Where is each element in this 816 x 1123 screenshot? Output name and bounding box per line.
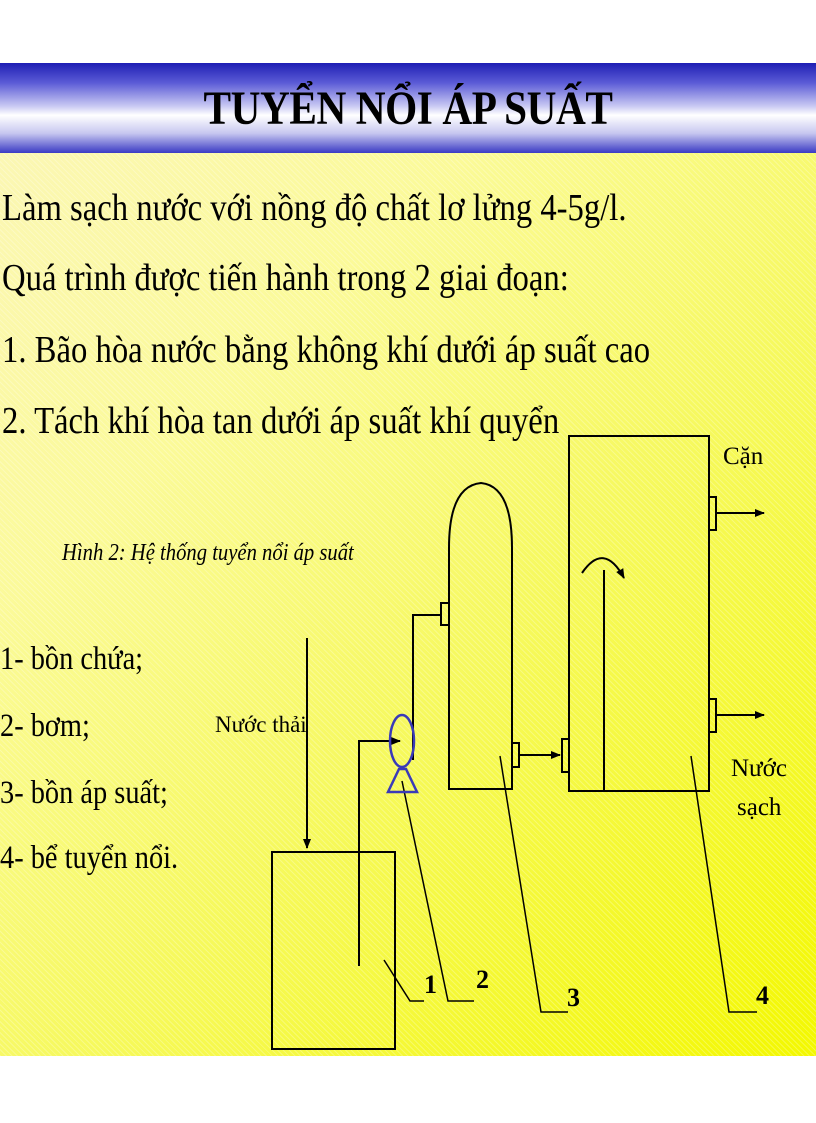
- text-line-4: 2. Tách khí hòa tan dưới áp suất khí quy…: [2, 400, 560, 442]
- flow-circulation-arrow: [581, 557, 625, 579]
- slide: TUYỂN NỔI ÁP SUẤT Làm sạch nước với nồng…: [0, 63, 816, 1056]
- pump-body: [388, 713, 416, 769]
- legend-item-1: 1- bồn chứa;: [0, 641, 144, 677]
- legend-item-2: 2- bơm;: [0, 708, 90, 744]
- pump-base: [386, 767, 419, 794]
- text-line-1: Làm sạch nước với nồng độ chất lơ lửng 4…: [2, 187, 627, 229]
- figure-caption: Hình 2: Hệ thống tuyển nổi áp suất: [62, 540, 354, 566]
- suction-pipe: [358, 737, 401, 966]
- pressure-tank: [448, 481, 513, 790]
- sludge-outlet-nozzle: [708, 496, 717, 531]
- leader-line-4: [690, 755, 757, 1013]
- flotation-diagram: Nước thải Cặn Nước sạch 1 2 3 4: [215, 435, 787, 1050]
- clean-water-outlet-nozzle: [708, 698, 717, 733]
- flotation-tank-inlet-nozzle: [561, 738, 570, 773]
- title-bar: TUYỂN NỔI ÁP SUẤT: [0, 63, 816, 153]
- pressure-tank-outlet-nozzle: [511, 742, 520, 768]
- clean-water-label-line1: Nước: [731, 755, 787, 782]
- text-line-3: 1. Bão hòa nước bằng không khí dưới áp s…: [2, 329, 651, 371]
- pressure-tank-inlet-nozzle: [440, 602, 450, 626]
- number-1: 1: [424, 970, 437, 999]
- text-line-2: Quá trình được tiến hành trong 2 giai đo…: [2, 257, 569, 299]
- legend-item-3: 3- bồn áp suất;: [0, 775, 168, 811]
- inlet-label: Nước thải: [215, 712, 307, 737]
- leader-line-1: [383, 959, 424, 1002]
- number-2: 2: [476, 965, 489, 994]
- legend-item-4: 4- bể tuyển nổi.: [0, 840, 179, 876]
- discharge-pipe: [412, 614, 441, 760]
- clean-water-label-line2: sạch: [737, 794, 782, 821]
- sludge-label: Cặn: [723, 443, 764, 470]
- leader-line-3: [499, 755, 568, 1013]
- storage-tank: [271, 851, 396, 1050]
- leader-line-2: [401, 780, 474, 1002]
- number-3: 3: [567, 983, 580, 1012]
- flotation-tank: [568, 435, 710, 792]
- pump: [386, 713, 419, 794]
- number-4: 4: [756, 981, 769, 1010]
- slide-title: TUYỂN NỔI ÁP SUẤT: [203, 82, 613, 135]
